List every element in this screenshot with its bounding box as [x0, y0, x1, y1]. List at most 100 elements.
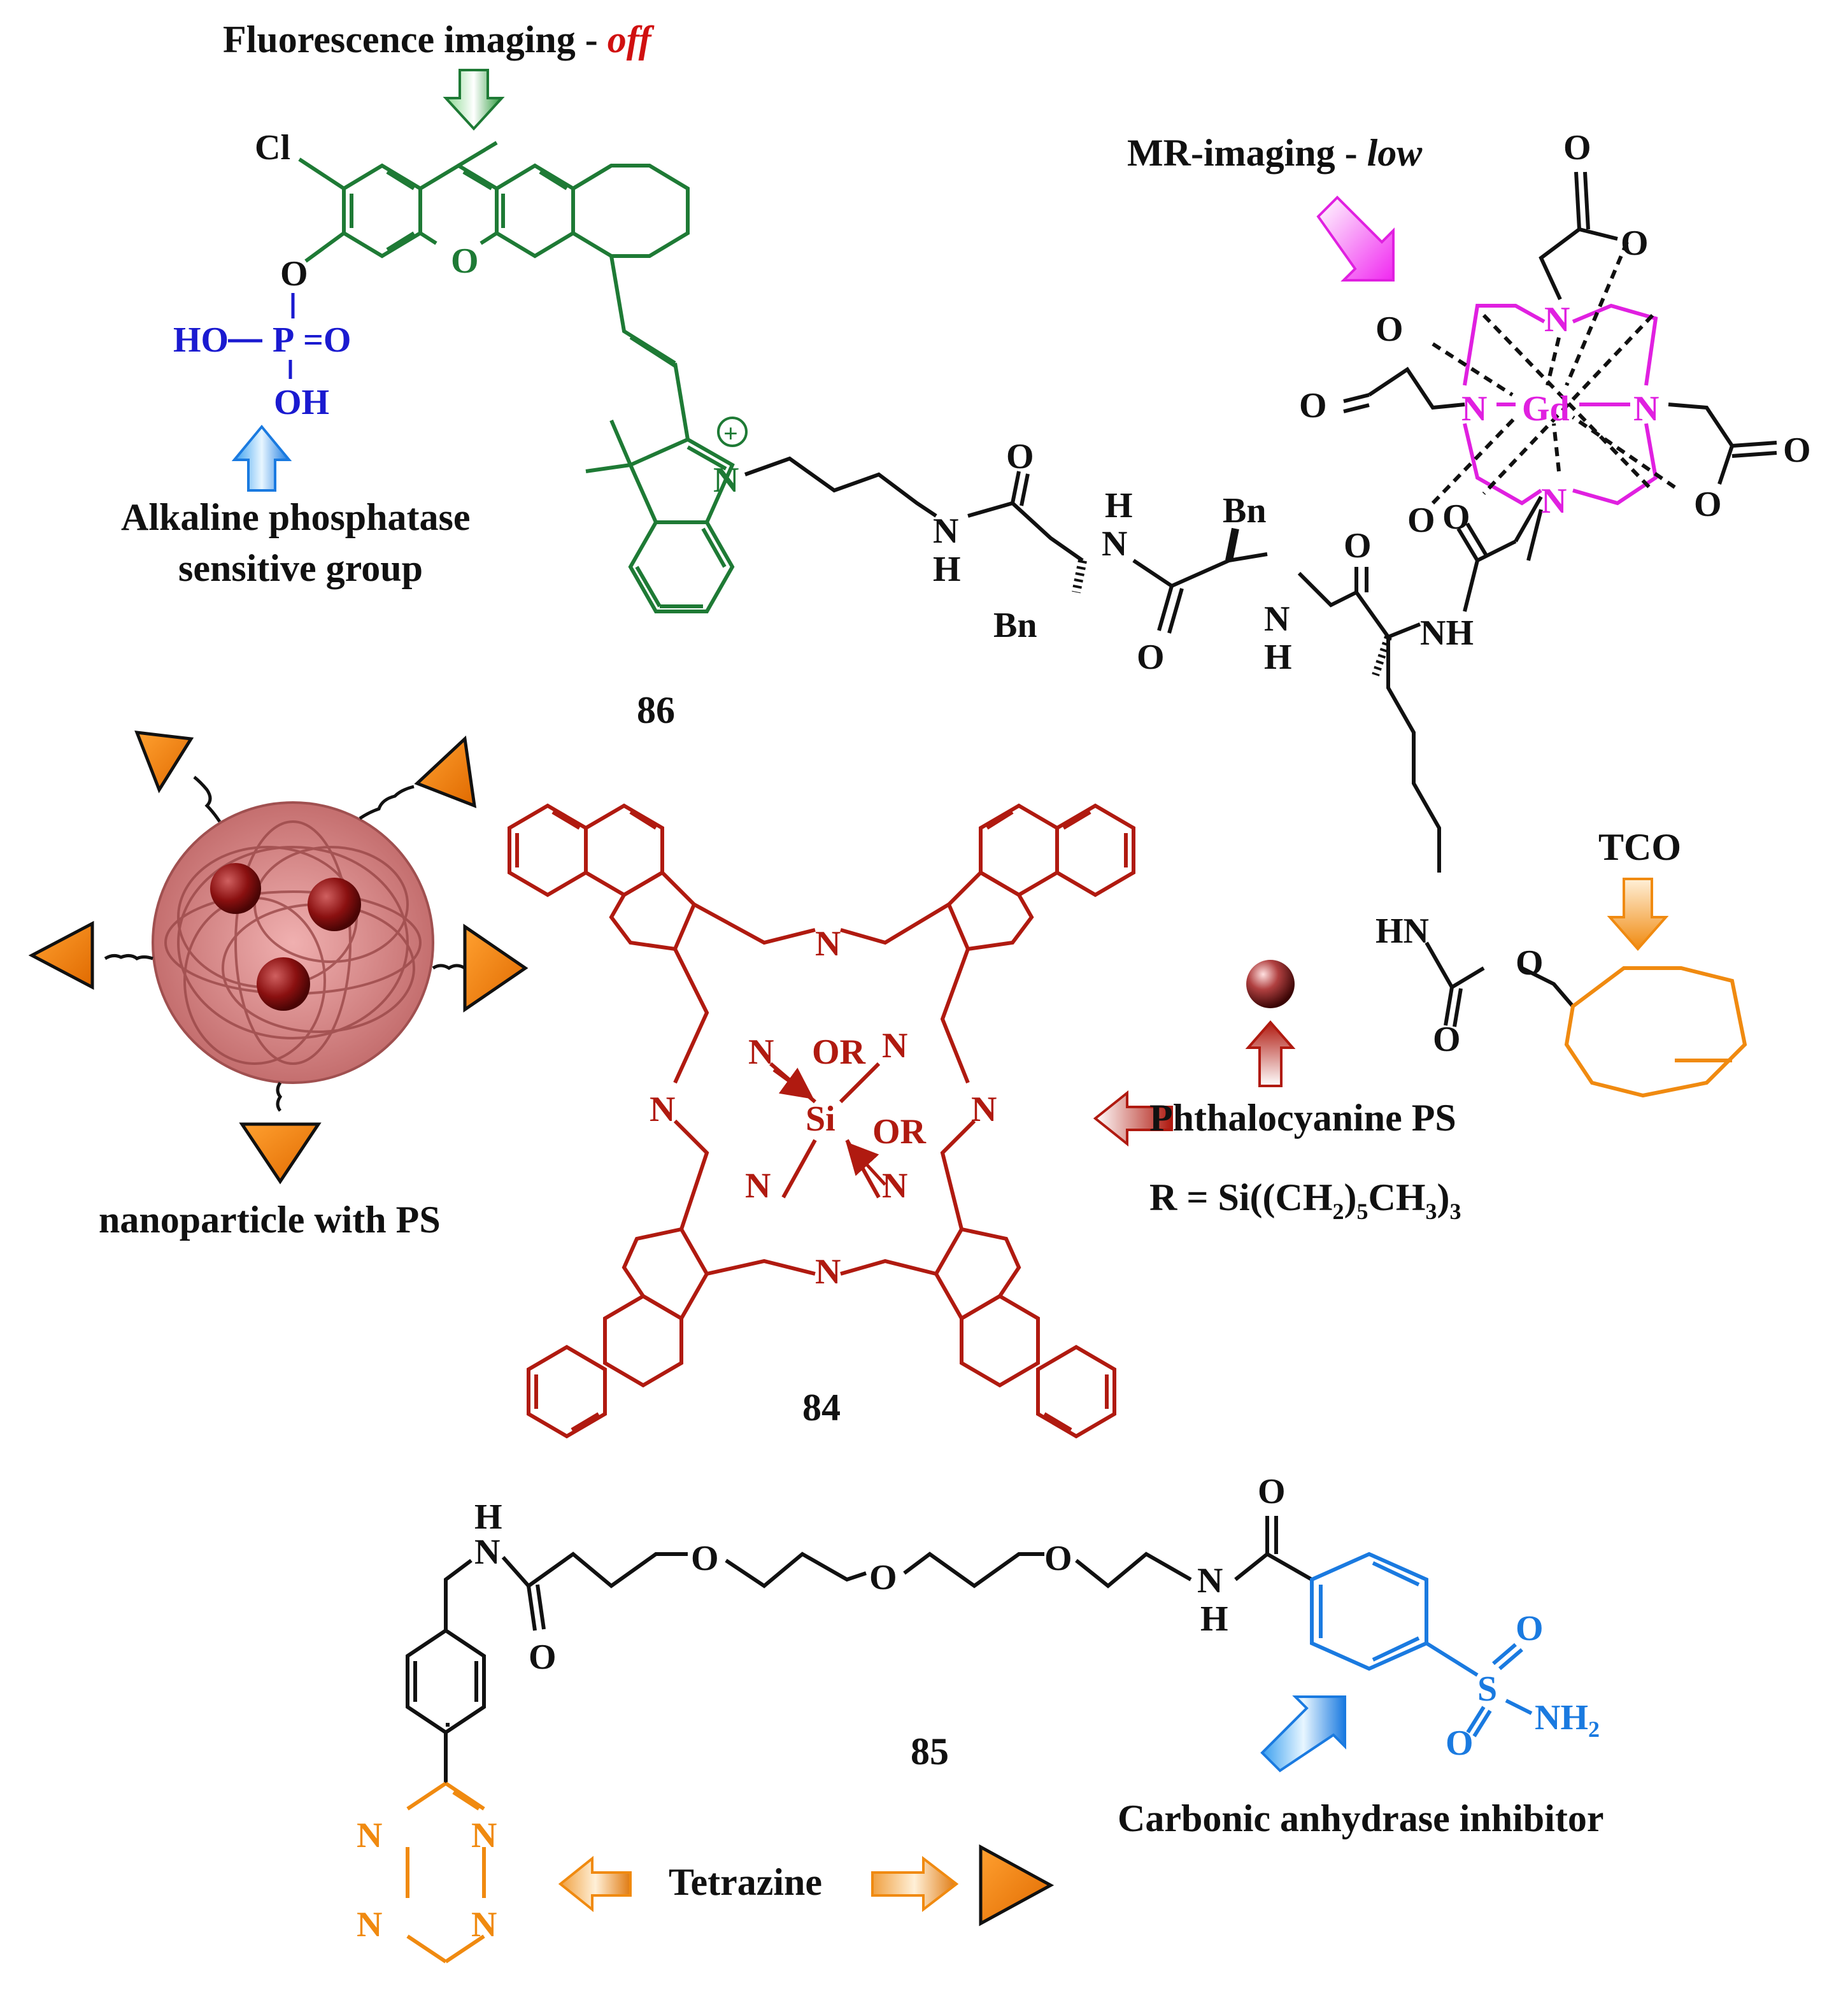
atom-o-amide3: O	[1344, 526, 1372, 566]
atom-o-dota-6: O	[1694, 485, 1722, 524]
orange-right-arrow-icon	[871, 1855, 959, 1913]
atom-n-plus: N	[713, 460, 739, 500]
atom-n-dota-right: N	[1633, 389, 1659, 429]
compound-84-number: 84	[802, 1387, 841, 1429]
tetrazine-ring	[406, 1781, 486, 1964]
nanoparticle: nanoparticle with PS	[28, 731, 529, 1241]
atom-o-dota-1: O	[1563, 128, 1591, 168]
atom-ho: HO	[173, 320, 229, 360]
phthalocyanine-rings	[508, 803, 1135, 1439]
peptide-backbone	[744, 456, 1575, 1027]
red-left-arrow-icon	[1093, 1090, 1173, 1147]
alp-label-line2: sensitive group	[178, 547, 423, 589]
compound-86: Fluorescence imaging - off	[121, 18, 1811, 1098]
green-down-arrow-icon	[443, 69, 505, 131]
ps-ball-1	[210, 863, 261, 914]
atom-n-amide-85b: N	[1197, 1561, 1223, 1601]
atom-bn1: Bn	[993, 606, 1037, 645]
atom-tz-n-2: N	[471, 1816, 497, 1855]
fluorescence-label: Fluorescence imaging - off	[223, 18, 655, 61]
atom-tz-n-3: N	[357, 1905, 382, 1944]
orange-left-arrow-icon	[558, 1855, 632, 1913]
atom-cl: Cl	[255, 128, 290, 168]
atom-o-dota-3: O	[1375, 310, 1404, 349]
atom-hn-carbamate: HN	[1375, 911, 1429, 951]
atom-o-dota-2: O	[1621, 224, 1649, 263]
carbonic-anhydrase-label: Carbonic anhydrase inhibitor	[1118, 1797, 1603, 1839]
blue-up-arrow-icon	[231, 424, 292, 492]
alp-label-line1: Alkaline phosphatase	[121, 496, 471, 538]
atom-gd: Gd	[1522, 389, 1570, 429]
tetrazine-label: Tetrazine	[669, 1861, 822, 1903]
mr-state: low	[1367, 132, 1423, 174]
atom-bn2: Bn	[1223, 491, 1267, 531]
atom-o-carbonyl-85: O	[529, 1638, 557, 1677]
orange-down-arrow-icon	[1607, 878, 1669, 952]
targeting-triangle-2	[414, 735, 477, 808]
atom-p: P	[273, 320, 294, 360]
plus-charge-circle	[717, 417, 748, 447]
tco-ring	[1564, 966, 1747, 1098]
atom-n-amide-85: N	[474, 1532, 500, 1572]
coordination-arrow-2	[846, 1141, 886, 1186]
atom-o-xanthene: O	[451, 241, 479, 281]
atom-n-pc-7: N	[882, 1166, 907, 1206]
magenta-arrow-icon	[1316, 196, 1395, 282]
atom-nh2: NH2	[1535, 1698, 1600, 1742]
atom-or-2: OR	[872, 1112, 927, 1152]
mr-label: MR-imaging - low	[1127, 132, 1423, 174]
red-up-arrow-icon	[1245, 1020, 1296, 1087]
atom-tz-n-4: N	[471, 1905, 497, 1944]
targeting-triangle-5	[239, 1122, 322, 1185]
atom-o-dota-7: O	[1407, 501, 1435, 540]
atom-h-amide2: H	[1105, 486, 1133, 525]
atom-o-amide2: O	[1137, 638, 1165, 677]
ps-ball-3	[257, 957, 310, 1011]
atom-o-amide1: O	[1006, 437, 1034, 476]
gd-coordination-bonds	[1431, 241, 1676, 505]
blue-diagonal-arrow-icon	[1260, 1695, 1346, 1773]
atom-p-double-o: =O	[303, 320, 351, 360]
atom-n-dota-bottom: N	[1541, 482, 1567, 521]
atom-n-dota-top: N	[1544, 300, 1570, 339]
phthalocyanine-label: Phthalocyanine PS	[1149, 1097, 1456, 1139]
atom-n-pc-6: N	[745, 1166, 771, 1206]
atom-n-pc-8: N	[815, 1252, 841, 1292]
atom-h-amide-top: H	[474, 1497, 502, 1537]
dota-arms	[1343, 171, 1777, 561]
atom-nh-amide4: NH	[1420, 613, 1474, 653]
atom-o-peg-3: O	[1044, 1539, 1072, 1578]
atom-n-amide3: N	[1264, 599, 1290, 639]
targeting-triangle-legend	[979, 1844, 1055, 1927]
atom-o-carbamate-ester: O	[1516, 943, 1544, 983]
atom-n-pc-5: N	[971, 1090, 997, 1129]
nanoparticle-linkers	[104, 776, 482, 1112]
atom-n-pc-2: N	[748, 1032, 774, 1072]
atom-si: Si	[806, 1099, 835, 1139]
atom-n-pc-4: N	[650, 1090, 675, 1129]
targeting-triangle-3	[28, 920, 94, 990]
benzenesulfonamide	[1310, 1552, 1533, 1737]
tco-label: TCO	[1598, 826, 1681, 868]
compound-85-number: 85	[911, 1730, 949, 1773]
compound-86-number: 86	[637, 689, 675, 731]
r-definition: R = Si((CH2)5CH3)3	[1149, 1176, 1461, 1224]
fluorescence-state: off	[608, 18, 655, 61]
atom-o-dota-4: O	[1299, 386, 1327, 425]
atom-s-o-1: O	[1516, 1609, 1544, 1648]
ps-ball-2	[308, 878, 361, 931]
atom-o-dota-5: O	[1783, 431, 1811, 470]
atom-or-1: OR	[812, 1032, 866, 1072]
atom-s: S	[1477, 1669, 1497, 1709]
atom-o-top-85: O	[1258, 1472, 1286, 1511]
atom-n-amide2: N	[1102, 524, 1127, 564]
atom-n-amide1: N	[933, 511, 958, 551]
plus-charge: +	[723, 419, 738, 448]
atom-n-pc-1: N	[815, 924, 841, 964]
atom-o-phosphate-link: O	[280, 254, 308, 294]
dota-gd-cage	[1463, 303, 1658, 506]
atom-n-dota-left: N	[1461, 389, 1487, 429]
nanoparticle-body	[152, 801, 434, 1084]
targeting-triangle-4	[463, 924, 529, 1013]
